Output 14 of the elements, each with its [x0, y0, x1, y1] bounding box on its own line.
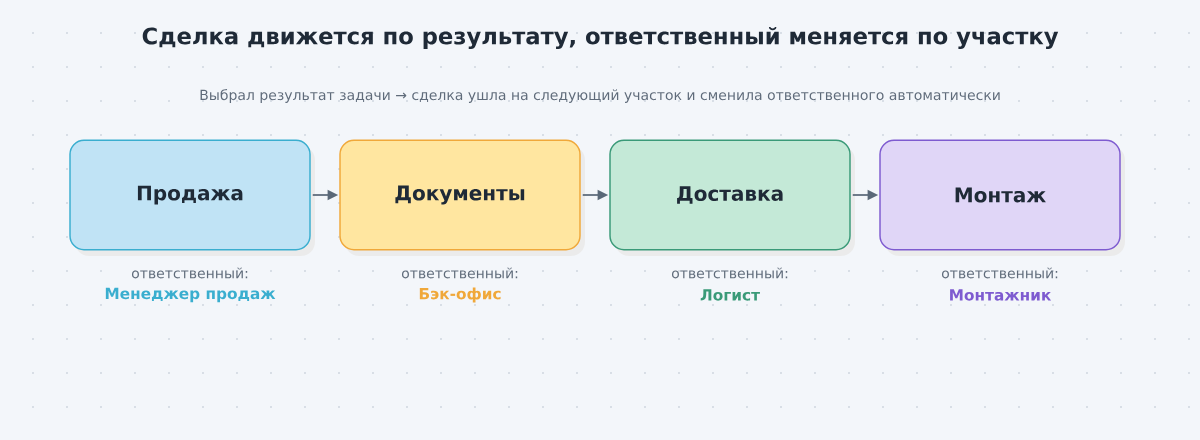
title: Сделка движется по результату, ответственный меняется по участку — [142, 26, 1059, 50]
process-box: Монтаж — [879, 139, 1125, 256]
role-name: Логист — [700, 289, 760, 301]
role-name: Бэк-офис — [419, 287, 501, 303]
role-caption: ответственный: — [671, 267, 788, 279]
process-box: Доставка — [609, 139, 855, 256]
subtitle: Выбрал результат задачи → сделка ушла на следующий участок и сменила ответственного автоматически — [200, 89, 1000, 103]
role-caption: ответственный: — [941, 267, 1058, 279]
role-caption: ответственный: — [401, 267, 518, 279]
process-box: Продажа — [69, 139, 315, 256]
role-caption: ответственный: — [131, 267, 248, 279]
role-name: Монтажник — [950, 289, 1052, 301]
process-box: Документы — [339, 139, 585, 256]
role-name: Менеджер продаж — [105, 287, 276, 303]
